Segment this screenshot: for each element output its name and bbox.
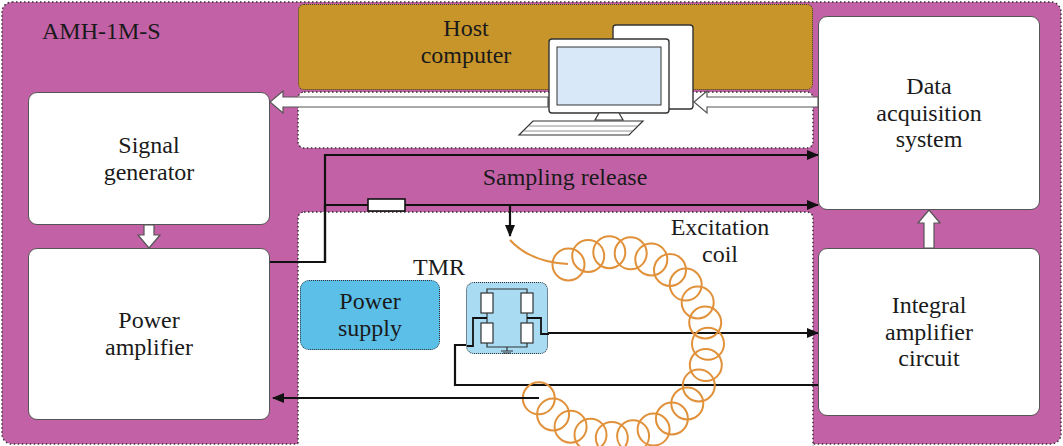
process-box: Data acquisition system [818, 16, 1040, 210]
data-arrow [694, 91, 818, 113]
instrument-panel: AMH-1M-S Signal generatorPower amplifier [4, 4, 295, 441]
supply-box: Power supply [300, 280, 440, 350]
data-arrow [918, 210, 940, 248]
sensor-box: TMR [466, 282, 548, 354]
node-text: Signal generator [84, 132, 214, 186]
signal-wire [548, 332, 818, 334]
node-text: Host computer [407, 15, 525, 69]
excitation-coil [523, 236, 724, 446]
node-text: TMR [413, 254, 465, 281]
sampling-tap-wire [509, 205, 511, 236]
signal-wire [455, 345, 818, 385]
process-box: Signal generator [28, 92, 270, 225]
sampling-resistor [368, 199, 405, 211]
coil-return-wire [273, 397, 539, 399]
part-label: Excitation coil [650, 214, 790, 268]
node-text: Power supply [325, 288, 415, 342]
node-text: AMH-1M-S [42, 18, 192, 45]
edge-label: Sampling release [483, 164, 648, 191]
node-text: Power amplifier [94, 307, 204, 361]
process-box: Integral amplifier circuit [818, 248, 1040, 416]
coil-lead [510, 240, 568, 264]
node-text: Integral amplifier circuit [874, 292, 984, 373]
test-region [298, 212, 813, 446]
data-arrow [270, 91, 548, 113]
process-box: Power amplifier [28, 248, 270, 420]
node-text: Data acquisition system [864, 73, 994, 154]
data-arrow [138, 225, 160, 248]
host-box: Host computer [298, 4, 813, 90]
